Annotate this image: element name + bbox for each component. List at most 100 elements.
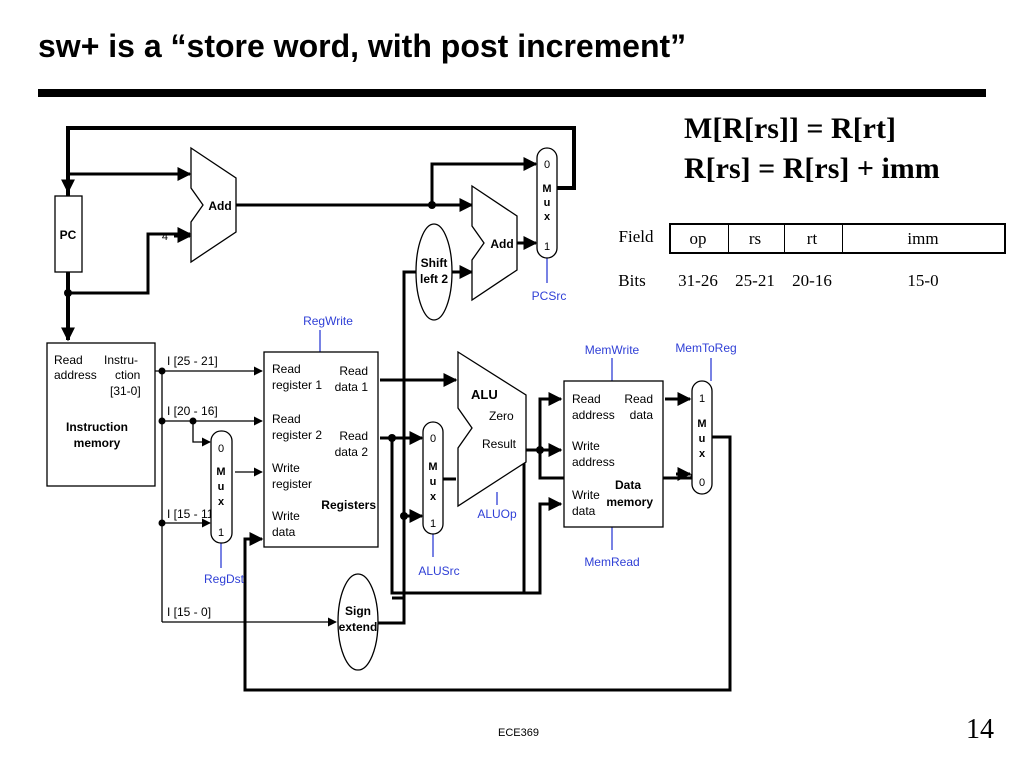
mux-input-0: 0 xyxy=(544,159,550,171)
instruction-format-table: Field Bits op rs rt imm 31-26 25-21 20-1… xyxy=(612,221,1012,301)
shift-left-2: Shift left 2 xyxy=(415,223,453,321)
field-divider xyxy=(842,225,843,252)
mux-letter: u xyxy=(699,433,706,445)
constant-four-label: 4 xyxy=(162,231,168,243)
mux-input-1: 1 xyxy=(699,393,705,405)
imem-title: Instruction xyxy=(66,420,128,434)
alusrc-label: ALUSrc xyxy=(418,564,459,578)
data-memory-title: Data xyxy=(615,478,641,492)
regdst-mux: 0 M u x 1 xyxy=(210,430,233,544)
left-2-label: left 2 xyxy=(420,272,448,286)
sign-label: Sign xyxy=(345,604,371,618)
pc-source-mux: 0 M u x 1 xyxy=(536,147,558,259)
page-number: 14 xyxy=(966,714,994,745)
junction-dot xyxy=(158,519,166,527)
mux-letter: x xyxy=(430,491,437,503)
field-rt: rt xyxy=(806,229,818,248)
bits-rt: 20-16 xyxy=(792,271,832,290)
memread-label: MemRead xyxy=(584,555,639,569)
dmem-read-address-label: Read xyxy=(572,392,601,406)
mux-letter: x xyxy=(699,448,706,460)
read-data-2-label: data 2 xyxy=(335,445,369,459)
mux-letter: M xyxy=(697,418,706,430)
pcsrc-label: PCSrc xyxy=(532,289,567,303)
aluop-label: ALUOp xyxy=(477,507,517,521)
write-data-label: Write xyxy=(272,509,300,523)
pc-label: PC xyxy=(60,228,77,242)
field-label-15-0: I [15 - 0] xyxy=(167,605,211,619)
data-memory-subtitle: memory xyxy=(606,495,653,509)
imem-address-label: address xyxy=(54,368,97,382)
registers-title: Registers xyxy=(321,498,376,512)
mux-letter: x xyxy=(218,496,225,508)
junction-dot xyxy=(158,367,166,375)
wire-junctions xyxy=(64,201,544,527)
write-data-label: data xyxy=(272,525,296,539)
imem-read-label: Read xyxy=(54,353,83,367)
shift-label: Shift xyxy=(421,256,448,270)
mux-input-0: 0 xyxy=(218,443,224,455)
field-row-label: Field xyxy=(618,227,654,246)
mux-letter: M xyxy=(216,466,225,478)
field-divider xyxy=(728,225,729,252)
slide-title: sw+ is a “store word, with post incremen… xyxy=(38,28,687,64)
title-divider xyxy=(38,89,986,97)
field-divider xyxy=(784,225,785,252)
regwrite-label: RegWrite xyxy=(303,314,353,328)
bits-op: 31-26 xyxy=(678,271,718,290)
dmem-write-data-label: Write xyxy=(572,488,600,502)
branch-adder: Add xyxy=(471,184,518,302)
dmem-write-data-label: data xyxy=(572,504,596,518)
alu: ALU Zero Result xyxy=(457,350,527,508)
mux-input-1: 1 xyxy=(544,241,550,253)
write-register-label: Write xyxy=(272,461,300,475)
imem-instru-label: Instru- xyxy=(104,353,138,367)
mux-input-1: 1 xyxy=(430,518,436,530)
pc-adder-label: Add xyxy=(208,199,231,213)
field-op: op xyxy=(689,229,707,248)
sign-extend-unit: Sign extend xyxy=(337,573,379,671)
read-register-2-label: register 2 xyxy=(272,428,322,442)
field-rs: rs xyxy=(748,229,762,248)
junction-dot xyxy=(158,417,166,425)
mux-input-0: 0 xyxy=(699,477,705,489)
junction-dot xyxy=(536,446,544,454)
extend-label: extend xyxy=(339,620,378,634)
junction-dot xyxy=(428,201,436,209)
field-boxes xyxy=(669,223,1006,254)
alu-label: ALU xyxy=(471,387,498,402)
pc-adder: Add xyxy=(190,146,237,264)
read-register-2-label: Read xyxy=(272,412,301,426)
alusrc-mux: 0 M u x 1 xyxy=(422,421,444,535)
write-register-label: register xyxy=(272,477,312,491)
imem-bits-label: [31-0] xyxy=(110,384,141,398)
junction-dot xyxy=(400,512,408,520)
field-imm: imm xyxy=(907,229,939,248)
dmem-read-data-label: data xyxy=(630,408,654,422)
memory-store-equation: M[R[rs]] = R[rt] xyxy=(684,112,896,145)
field-label-25-21: I [25 - 21] xyxy=(167,354,218,368)
bits-rs: 25-21 xyxy=(735,271,775,290)
memwrite-label: MemWrite xyxy=(585,343,640,357)
mux-letter: M xyxy=(428,461,437,473)
read-data-1-label: Read xyxy=(339,364,368,378)
field-label-15-11: I [15 - 11] xyxy=(167,507,217,521)
mux-letter: u xyxy=(544,197,551,209)
junction-dot xyxy=(388,434,396,442)
dmem-write-address-label: Write xyxy=(572,439,600,453)
mux-letter: u xyxy=(430,476,437,488)
read-data-2-label: Read xyxy=(339,429,368,443)
alu-zero-label: Zero xyxy=(489,409,514,423)
mux-letter: u xyxy=(218,481,225,493)
mux-input-0: 0 xyxy=(430,433,436,445)
junction-dot xyxy=(189,417,197,425)
bits-imm: 15-0 xyxy=(907,271,939,290)
memtoreg-mux: 1 M u x 0 xyxy=(691,380,713,495)
memtoreg-label: MemToReg xyxy=(675,341,736,355)
pc-register: PC xyxy=(54,195,83,273)
imem-ction-label: ction xyxy=(115,368,140,382)
course-footer: ECE369 xyxy=(498,727,539,739)
register-file: Read register 1 Read register 2 Write re… xyxy=(263,351,379,548)
read-register-1-label: register 1 xyxy=(272,378,322,392)
